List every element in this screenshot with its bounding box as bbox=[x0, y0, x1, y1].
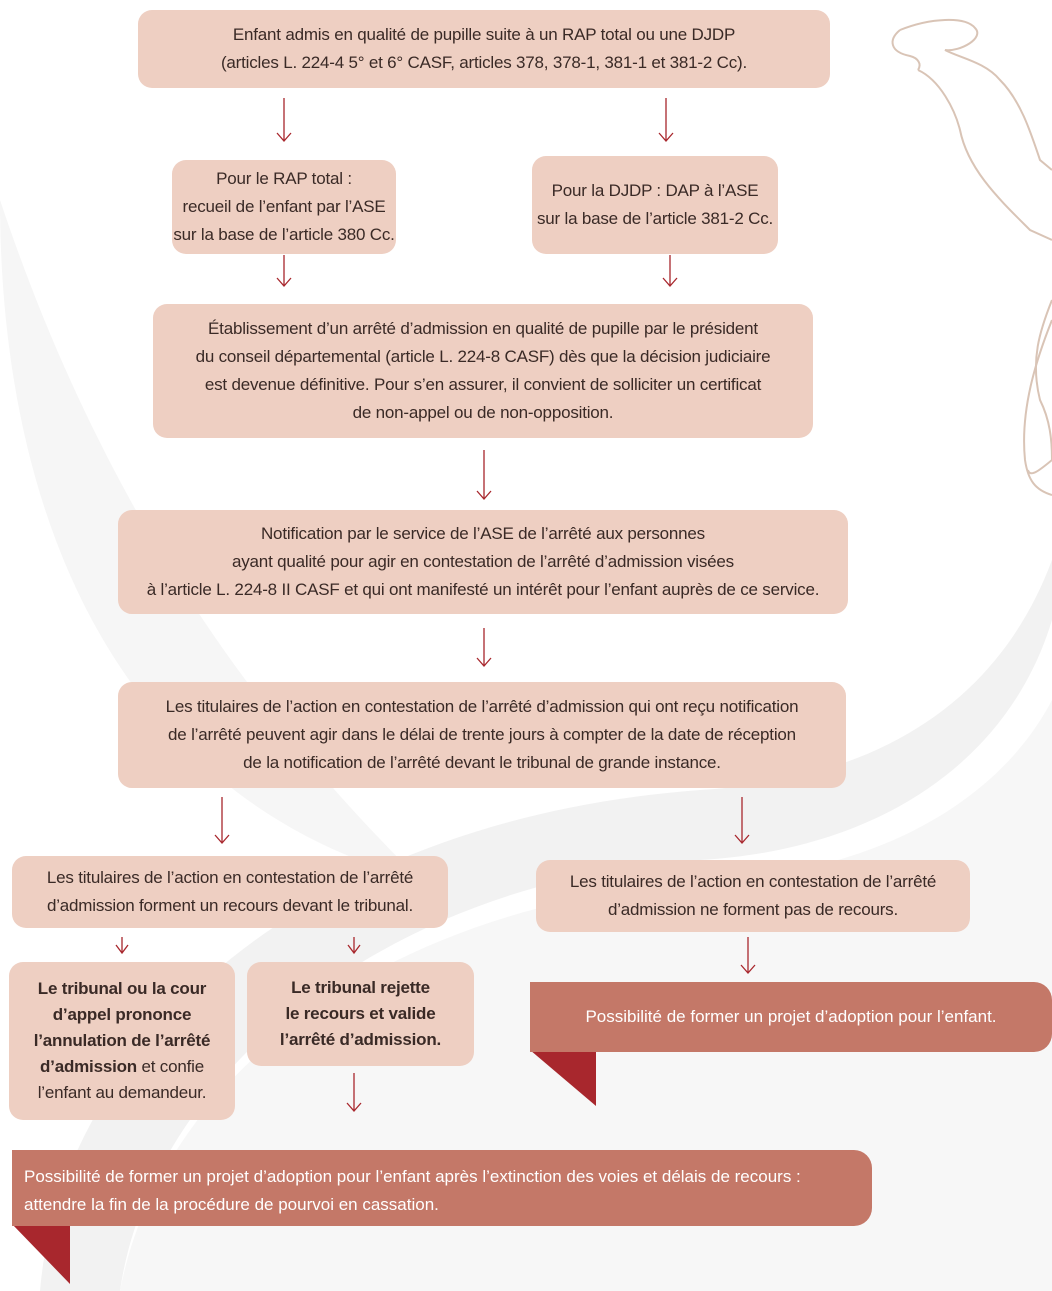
figure-outline-icon bbox=[891, 19, 1052, 496]
box-arrete-line-2: du conseil départemental (article L. 224… bbox=[195, 347, 771, 366]
box-notification-line-1: Notification par le service de l’ASE de … bbox=[260, 524, 705, 543]
box-pas-recours-text: Les titulaires de l’action en contestati… bbox=[570, 868, 936, 924]
banner-bottom-fold bbox=[12, 1224, 70, 1284]
box-notification-line-2: ayant qualité pour agir en contestation … bbox=[232, 552, 734, 571]
rejette-line-3: l’arrêté d’admission. bbox=[279, 1030, 442, 1049]
box-rap-total: Pour le RAP total : recueil de l’enfant p… bbox=[172, 160, 396, 254]
box-titulaires-line-2: de l’arrêté peuvent agir dans le délai d… bbox=[168, 725, 796, 744]
box-djdp-line-2: sur la base de l’article 381-2 Cc. bbox=[536, 209, 774, 228]
box-arrete-line-3: est devenue définitive. Pour s’en assure… bbox=[204, 375, 762, 394]
box-start-line-2: (articles L. 224-4 5° et 6° CASF, articl… bbox=[220, 53, 748, 72]
box-djdp-line-1: Pour la DJDP : DAP à l’ASE bbox=[551, 181, 759, 200]
box-rap-total-line-2: recueil de l’enfant par l’ASE bbox=[182, 197, 386, 216]
box-arrete-text: Établissement d’un arrêté d’admission en… bbox=[196, 315, 771, 427]
box-titulaires: Les titulaires de l’action en contestati… bbox=[118, 682, 846, 788]
banner-adoption-right-text: Possibilité de former un projet d’adopti… bbox=[585, 1007, 997, 1026]
annulation-line-1: Le tribunal ou la cour bbox=[37, 979, 207, 998]
box-recours-line-1: Les titulaires de l’action en contestati… bbox=[46, 868, 414, 887]
box-pas-recours: Les titulaires de l’action en contestati… bbox=[536, 860, 970, 932]
annulation-line-5: l’enfant au demandeur. bbox=[37, 1083, 207, 1102]
box-start: Enfant admis en qualité de pupille suite… bbox=[138, 10, 830, 88]
box-notification: Notification par le service de l’ASE de … bbox=[118, 510, 848, 614]
rejette-line-1: Le tribunal rejette bbox=[291, 978, 430, 997]
box-pas-recours-line-1: Les titulaires de l’action en contestati… bbox=[569, 872, 937, 891]
annulation-line-3: l’annulation de l’arrêté bbox=[33, 1031, 211, 1050]
box-arrete: Établissement d’un arrêté d’admission en… bbox=[153, 304, 813, 438]
box-pas-recours-line-2: d’admission ne forment pas de recours. bbox=[607, 900, 899, 919]
box-notification-text: Notification par le service de l’ASE de … bbox=[147, 520, 820, 604]
box-start-line-1: Enfant admis en qualité de pupille suite… bbox=[232, 25, 736, 44]
annulation-line-4: d’admission et confie bbox=[39, 1057, 204, 1076]
box-titulaires-line-3: de la notification de l’arrêté devant le… bbox=[243, 753, 721, 772]
box-rap-total-line-3: sur la base de l’article 380 Cc. bbox=[173, 225, 395, 244]
box-arrete-line-1: Établissement d’un arrêté d’admission en… bbox=[208, 319, 758, 338]
rejette-line-2: le recours et valide bbox=[285, 1004, 436, 1023]
box-arrete-line-4: de non-appel ou de non-opposition. bbox=[352, 403, 614, 422]
box-recours: Les titulaires de l’action en contestati… bbox=[12, 856, 448, 928]
banner-adoption-bottom-line-1: Possibilité de former un projet d’adopti… bbox=[24, 1167, 801, 1186]
box-rap-total-line-1: Pour le RAP total : bbox=[216, 169, 352, 188]
box-recours-line-2: d’admission forment un recours devant le… bbox=[46, 896, 414, 915]
box-titulaires-line-1: Les titulaires de l’action en contestati… bbox=[165, 697, 799, 716]
box-recours-text: Les titulaires de l’action en contestati… bbox=[47, 864, 413, 920]
box-titulaires-text: Les titulaires de l’action en contestati… bbox=[166, 693, 799, 777]
banner-adoption-bottom: Possibilité de former un projet d’adopti… bbox=[12, 1150, 872, 1226]
box-rejette: Le tribunal rejette le recours et valide… bbox=[247, 962, 474, 1066]
annulation-line-2: d’appel prononce bbox=[52, 1005, 192, 1024]
banner-right-fold bbox=[530, 1050, 596, 1106]
box-notification-line-3: à l’article L. 224-8 II CASF et qui ont … bbox=[146, 580, 820, 599]
box-djdp: Pour la DJDP : DAP à l’ASE sur la base de… bbox=[532, 156, 778, 254]
box-annulation: Le tribunal ou la cour d’appel prononce … bbox=[9, 962, 235, 1120]
banner-adoption-right: Possibilité de former un projet d’adopti… bbox=[530, 982, 1052, 1052]
box-rap-total-text: Pour le RAP total : recueil de l’enfant p… bbox=[173, 165, 395, 249]
banner-adoption-bottom-line-2: attendre la fin de la procédure de pourv… bbox=[24, 1195, 439, 1214]
box-djdp-text: Pour la DJDP : DAP à l’ASE sur la base de… bbox=[537, 177, 773, 233]
box-start-text: Enfant admis en qualité de pupille suite… bbox=[221, 21, 747, 77]
